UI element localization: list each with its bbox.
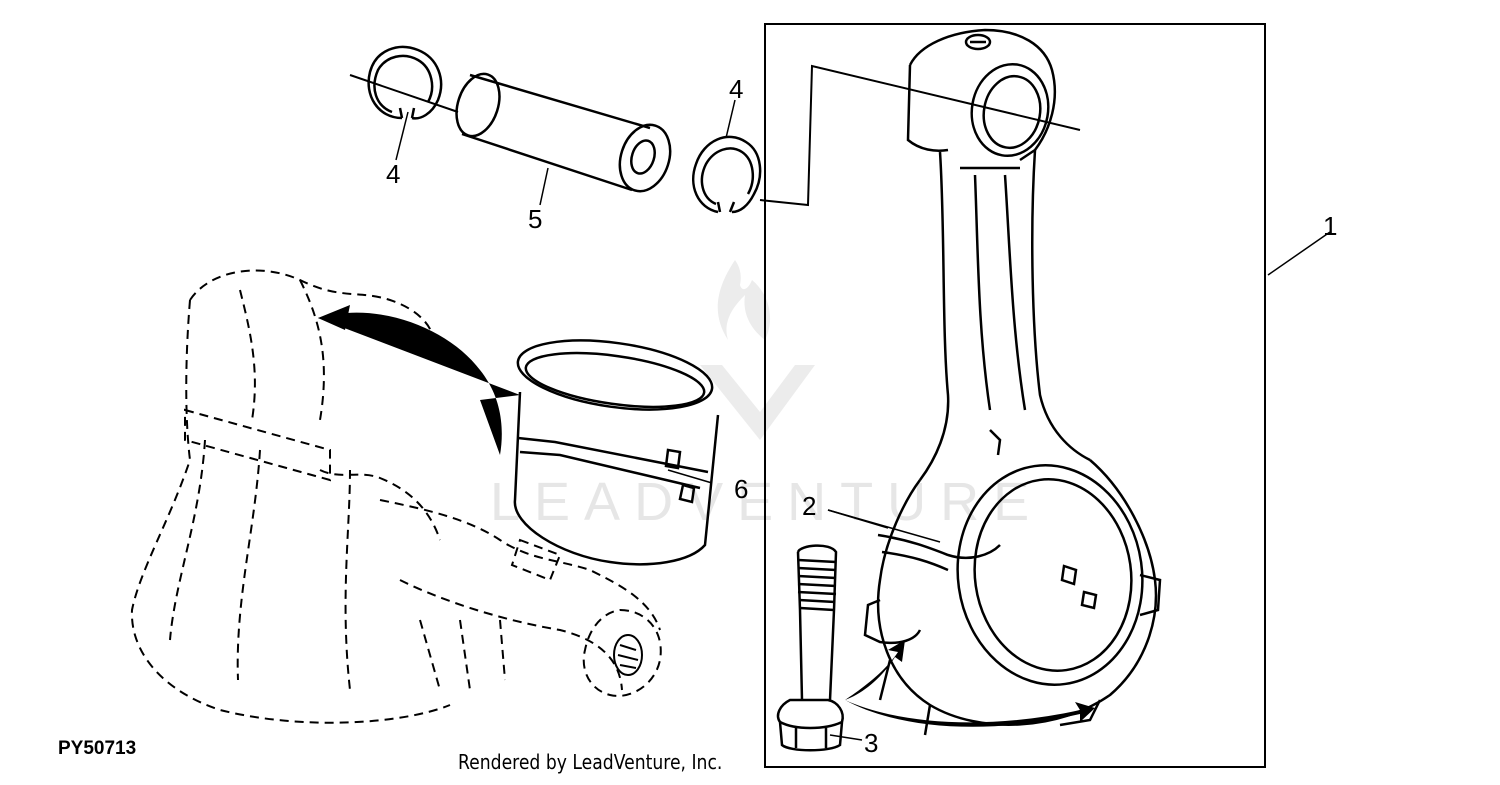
callout-6: 6 [734,474,748,504]
install-arrow [318,305,520,455]
rod-bolt [776,544,844,752]
leader-lines [395,99,1331,741]
figure-id: PY50713 [58,738,137,759]
render-credit: Rendered by LeadVenture, Inc. [458,750,723,774]
watermark-text: LEADVENTURE [490,472,1043,532]
crankshaft-phantom [130,269,662,724]
bearing-insert [513,339,720,566]
assembly-arrow [845,640,1095,727]
piston-pin [455,72,672,193]
connecting-rod [863,28,1162,736]
callout-1: 1 [1323,211,1337,241]
snap-ring-left [367,45,443,120]
callout-2: 2 [802,491,816,521]
callout-4-left: 4 [386,159,400,189]
callout-4-right: 4 [729,74,743,104]
callout-5: 5 [528,204,542,234]
pin-axis-line-right [759,64,1081,207]
watermark-logo [700,260,815,440]
kit-boundary-box [764,23,1266,768]
callout-3: 3 [864,728,878,758]
snap-ring-right [691,135,762,214]
crank-thread-hole [613,634,643,676]
